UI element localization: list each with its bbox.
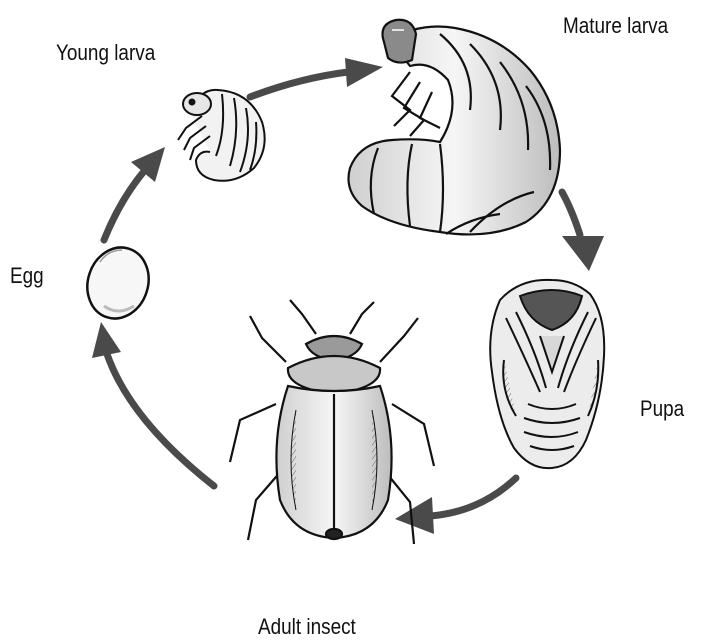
arrow-young-to-mature (250, 58, 383, 97)
pupa-illustration (490, 280, 604, 468)
pupa-label: Pupa (640, 396, 684, 422)
mature-larva-illustration (349, 20, 561, 235)
adult-insect-label: Adult insect (258, 614, 356, 640)
egg-label: Egg (10, 263, 44, 289)
egg-illustration (78, 239, 157, 326)
young-larva-label: Young larva (56, 40, 155, 66)
arrow-egg-to-young (104, 147, 165, 240)
young-larva-illustration (178, 90, 265, 181)
adult-beetle-illustration (230, 300, 434, 544)
arrow-adult-to-egg (92, 322, 214, 486)
arrow-mature-to-pupa (562, 192, 604, 271)
mature-larva-label: Mature larva (563, 13, 668, 39)
